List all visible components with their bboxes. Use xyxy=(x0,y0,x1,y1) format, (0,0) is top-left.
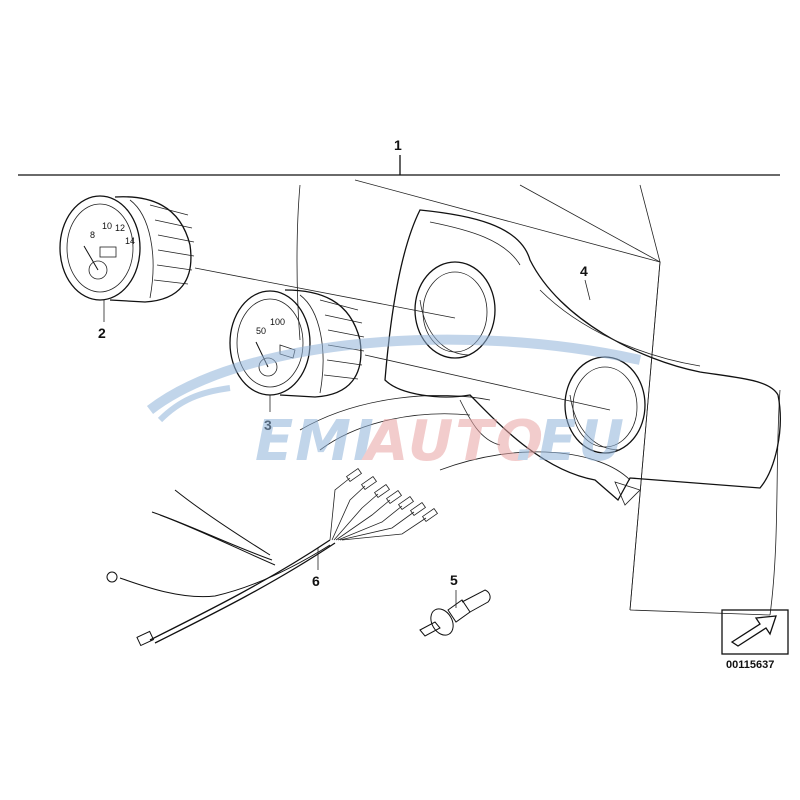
watermark-logo: EMI AUTO .EU xyxy=(146,334,642,474)
gauge-2: 8 10 12 14 xyxy=(59,195,195,303)
callout-5: 5 xyxy=(450,572,458,588)
arrow-icon xyxy=(730,615,777,647)
callout-1: 1 xyxy=(394,137,402,153)
vehicle-outline xyxy=(296,179,781,616)
gauge-2-mark-12: 12 xyxy=(115,223,125,233)
reference-box xyxy=(721,609,789,655)
bulb-socket xyxy=(419,589,491,637)
gauge-2-mark-14: 14 xyxy=(125,236,135,246)
gauge-2-mark-10: 10 xyxy=(102,221,112,231)
callout-6: 6 xyxy=(312,573,320,589)
watermark-part1: EMI xyxy=(255,409,376,474)
assembly-bracket xyxy=(18,155,780,176)
alignment-lines xyxy=(194,267,611,411)
leader-4 xyxy=(584,279,591,301)
callout-2: 2 xyxy=(98,325,106,341)
watermark-part3: .EU xyxy=(515,409,626,474)
callout-4: 4 xyxy=(580,263,588,279)
watermark-part2: AUTO xyxy=(361,409,545,474)
gauge-2-mark-8: 8 xyxy=(90,230,95,240)
reference-number: 00115637 xyxy=(726,659,774,671)
gauge-pod-panel xyxy=(384,209,781,506)
gauge-3-mark-100: 100 xyxy=(270,317,285,327)
gauge-3-mark-50: 50 xyxy=(256,326,266,336)
wiring-harness xyxy=(106,467,439,647)
callout-3: 3 xyxy=(264,417,272,433)
